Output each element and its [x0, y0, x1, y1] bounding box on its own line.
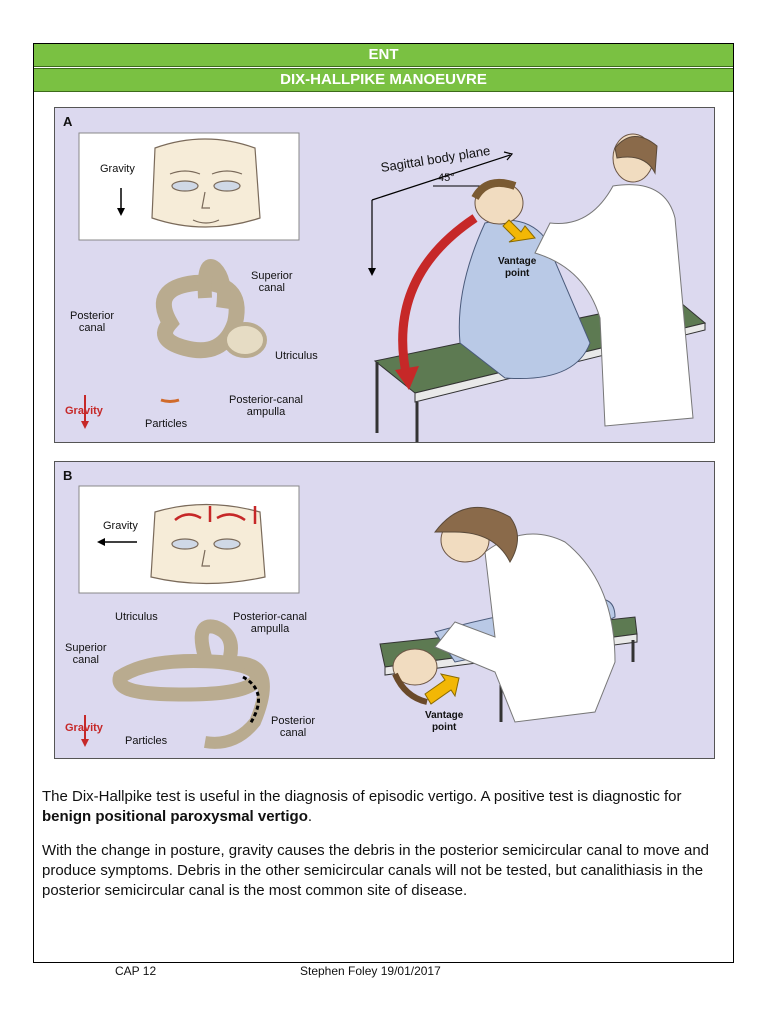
face-illustration-a [151, 138, 261, 228]
figure-b-illustration [78, 485, 638, 749]
figure-letter-a: A [63, 114, 73, 129]
angle-label: 45° [438, 172, 455, 184]
inner-ear-a [155, 259, 267, 359]
doctor-illustration-a [534, 133, 694, 427]
posterior-canal-label-a: Posterior canal [70, 310, 115, 334]
superior-canal-label-a: Superior canal [251, 270, 293, 294]
gravity-label-a: Gravity [100, 163, 135, 175]
vantage-point-label-a: Vantage point [498, 256, 537, 279]
footer-code: CAP 12 [115, 964, 157, 978]
particles-label-b: Particles [125, 735, 168, 747]
vantage-point-label-b: Vantage point [425, 710, 464, 733]
patient-illustration-a [458, 179, 591, 380]
paragraph-1: The Dix-Hallpike test is useful in the d… [42, 788, 682, 825]
page-frame: ENT DIX-HALLPIKE MANOEUVRE [33, 43, 734, 963]
inner-ear-b [112, 619, 270, 749]
body-text: The Dix-Hallpike test is useful in the d… [42, 787, 732, 915]
figure-panel-b: B Gravity Utriculus Posterior-canal ampu… [54, 461, 715, 759]
figure-a-illustration [78, 132, 707, 442]
subject-header: ENT [34, 44, 733, 67]
gravity-red-label-b: Gravity [65, 722, 103, 734]
ampulla-label-a: Posterior-canal ampulla [229, 394, 303, 418]
page-title: DIX-HALLPIKE MANOEUVRE [34, 68, 733, 92]
nystagmus-arrows [174, 506, 257, 524]
posterior-canal-label-b: Posterior canal [271, 715, 316, 739]
gravity-red-label-a: Gravity [65, 405, 103, 417]
footer-author-date: Stephen Foley 19/01/2017 [300, 964, 441, 978]
figure-panel-a: A Gravity Sagittal body plane 45° Superi… [54, 107, 715, 443]
ampulla-label-b: Posterior-canal ampulla [233, 611, 307, 635]
superior-canal-label-b: Superior canal [65, 642, 107, 666]
paragraph-2: With the change in posture, gravity caus… [42, 842, 710, 899]
particles-label-a: Particles [145, 418, 188, 430]
gravity-label-b: Gravity [103, 520, 138, 532]
utriculus-label-b: Utriculus [115, 611, 158, 623]
utriculus-label-a: Utriculus [275, 350, 318, 362]
figure-letter-b: B [63, 468, 73, 483]
doctor-illustration-b [433, 506, 616, 723]
face-illustration-b [150, 503, 266, 585]
